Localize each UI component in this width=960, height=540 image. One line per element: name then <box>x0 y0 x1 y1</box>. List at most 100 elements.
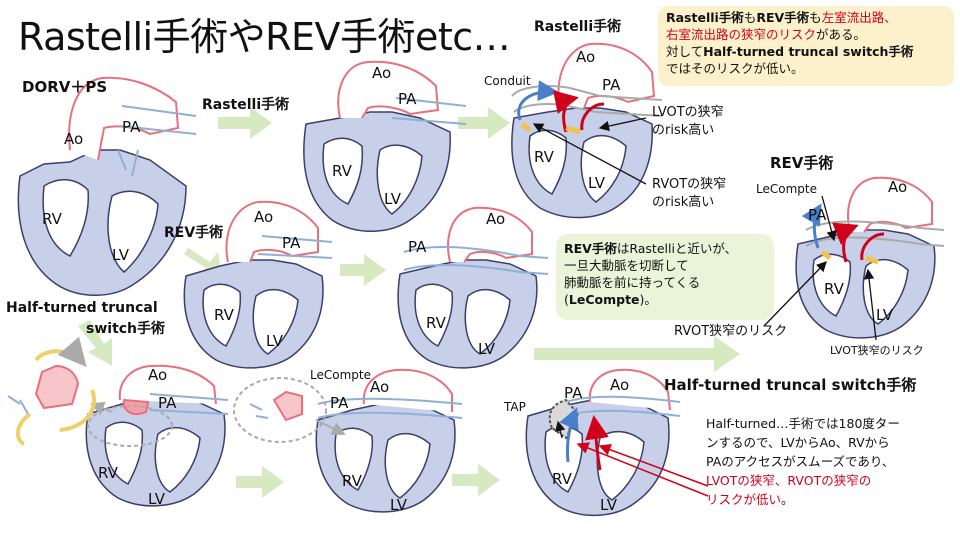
heart-half-step <box>85 397 226 507</box>
heart-rastelli-vessels <box>511 42 663 135</box>
rotating-truncus <box>7 336 96 446</box>
summary-rastelli: Rastelli手術 <box>666 10 744 25</box>
flow-arrow-long <box>534 336 740 372</box>
heart-half-lv-label: LV <box>600 496 617 514</box>
heart-half-pa-label: PA <box>564 384 583 402</box>
half-note-line1: Half-turned…手術では180度ター <box>706 416 900 431</box>
heart-half-step-ao-label: Ao <box>148 366 168 384</box>
flow-arrow-rev-2 <box>340 254 386 286</box>
lvot-risk-annotation: LVOTの狭窄 のrisk高い <box>652 104 724 140</box>
tap-label: TAP <box>504 400 526 414</box>
heart-dorv-vessels <box>68 76 197 177</box>
half-note-line5: リスクが低い <box>706 492 782 507</box>
heart-rastelli-step-ao-label: Ao <box>372 64 392 82</box>
heart-rev-step-pa-label: PA <box>282 234 301 252</box>
label-rev-header: REV手術 <box>770 154 834 172</box>
flow-arrow-half-2 <box>236 466 284 498</box>
heart-half-rv-label: RV <box>552 470 572 488</box>
summary-lvot: 左室流出路、 <box>821 10 897 25</box>
summary-rvot-risk: 右室流出路の狭窄のリスク <box>666 27 817 42</box>
heart-half-step-rv-label: RV <box>98 464 118 482</box>
half-note-end: 。 <box>781 492 794 507</box>
heart-half-step-pa-label: PA <box>158 394 177 412</box>
heart-rev-pa-label: PA <box>808 206 827 224</box>
flow-arrow-half <box>78 320 112 366</box>
half-note-line3: PAのアクセスがスムーズであり、 <box>706 454 895 469</box>
half-note-line2: ンするので、LVからAo、RVから <box>706 435 890 450</box>
heart-rev-middle-rv-label: RV <box>426 314 446 332</box>
heart-rastelli-rv-label: RV <box>534 148 554 166</box>
heart-rastelli-step-lv-label: LV <box>384 190 401 208</box>
heart-half-middle-ao-label: Ao <box>370 378 390 396</box>
rev-note: REV手術はRastelliと近いが、 一旦大動脈を切断して 肺動脈を前に持って… <box>556 234 774 320</box>
heart-half-middle <box>315 403 456 513</box>
heart-half-ao-label: Ao <box>610 376 630 394</box>
rev-note-title: REV手術 <box>564 241 617 256</box>
heart-dorv-ao-label: Ao <box>64 130 84 148</box>
summary-mo-2: も <box>809 10 822 25</box>
heart-rastelli-step <box>303 111 451 232</box>
heart-rev-step-ao-label: Ao <box>254 208 274 226</box>
heart-rastelli-step-vessels <box>337 60 467 125</box>
rev-lecompte-label: LeCompte <box>756 182 817 196</box>
rev-rvot-risk-label: RVOT狭窄のリスク <box>674 324 788 339</box>
rvot-risk-line2: のrisk高い <box>652 195 715 210</box>
heart-rastelli-pa-label: PA <box>602 76 621 94</box>
heart-rev-middle <box>397 259 538 369</box>
heart-rev-middle-lv-label: LV <box>478 340 495 358</box>
rev-note-lecompte: LeCompte <box>568 292 640 307</box>
heart-rev-lv-label: LV <box>876 306 893 324</box>
label-half-header: Half-turned truncal switch手術 <box>664 376 917 394</box>
red-leader-lines <box>576 442 709 497</box>
rev-note-line2: 一旦大動脈を切断して <box>564 258 689 273</box>
heart-rev-middle-vessels <box>403 206 549 275</box>
rev-note-line3: 肺動脈を前に持ってくる <box>564 275 701 290</box>
heart-dorv-pa-label: PA <box>122 118 141 136</box>
summary-mo-1: も <box>743 10 757 25</box>
summary-low-risk: ではそのリスクが低い。 <box>666 61 804 76</box>
heart-half-vessels <box>548 368 681 471</box>
heart-rastelli-step-pa-label: PA <box>398 90 417 108</box>
rvot-risk-line1: RVOTの狭窄 <box>652 177 727 192</box>
summary-rev: REV手術 <box>756 10 810 25</box>
heart-half-middle-lv-label: LV <box>390 496 407 514</box>
rev-note-line1: はRastelliと近いが、 <box>616 241 738 256</box>
page-title: Rastelli手術やREV手術etc… <box>18 15 511 59</box>
heart-dorv-lv-label: LV <box>112 246 129 264</box>
heart-rev-middle-pa-label: PA <box>408 238 427 256</box>
summary-aru: がある。 <box>816 27 867 42</box>
heart-rastelli-lv-label: LV <box>588 174 605 192</box>
heart-dorv <box>17 149 187 296</box>
label-half-step-line1: Half-turned truncal <box>6 300 158 316</box>
label-rastelli-header: Rastelli手術 <box>534 19 622 35</box>
conduit-label: Conduit <box>484 74 531 88</box>
label-rastelli-step: Rastelli手術 <box>202 97 290 113</box>
half-note-line4: LVOTの狭窄、RVOTの狭窄の <box>706 473 872 488</box>
flow-arrow-rastelli-2 <box>458 107 510 139</box>
heart-rev-rv-label: RV <box>824 280 844 298</box>
heart-dorv-rv-label: RV <box>42 210 62 228</box>
heart-rev-vessels <box>801 176 945 265</box>
label-dorv-ps: DORV＋PS <box>22 78 108 96</box>
heart-rev-step-rv-label: RV <box>214 306 234 324</box>
rev-note-paren-open: ( <box>564 292 569 307</box>
flow-arrow-rastelli <box>218 107 272 139</box>
label-half-step-line2: switch手術 <box>86 321 166 337</box>
summary-half: Half-turned truncal switch手術 <box>703 44 914 59</box>
heart-half-step-lv-label: LV <box>148 490 165 508</box>
heart-rev-ao-label: Ao <box>888 178 908 196</box>
heart-rev-step-vessels <box>225 200 333 263</box>
heart-rev-step <box>183 259 324 369</box>
heart-half-middle-rv-label: RV <box>342 472 362 490</box>
half-lecompte-label: LeCompte <box>310 368 371 382</box>
rev-lvot-risk-label: LVOT狭窄のリスク <box>830 344 924 357</box>
heart-half-middle-pa-label: PA <box>330 394 349 412</box>
lvot-risk-line1: LVOTの狭窄 <box>652 105 724 120</box>
heart-rastelli-step-rv-label: RV <box>332 162 352 180</box>
rev-note-paren-close: )。 <box>639 292 657 307</box>
lvot-risk-line2: のrisk高い <box>652 123 715 138</box>
heart-half-step-vessels <box>87 364 229 447</box>
leader-lines <box>532 117 877 439</box>
